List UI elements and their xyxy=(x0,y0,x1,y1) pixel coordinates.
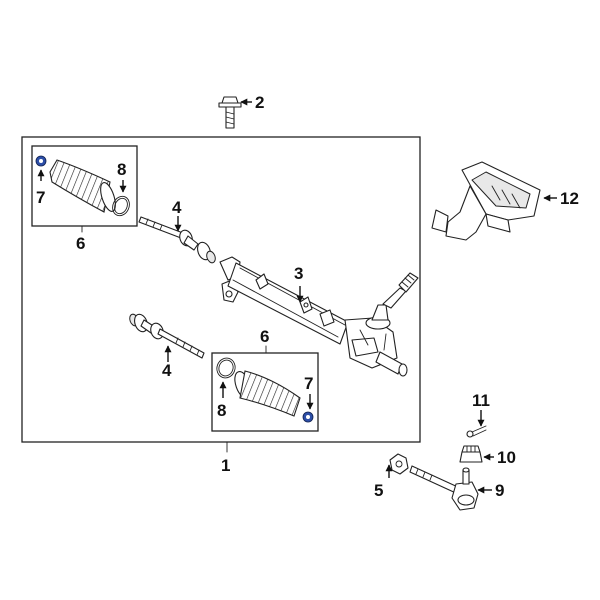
callout-11: 11 xyxy=(472,391,490,410)
boot-kit-frame-lower xyxy=(211,352,319,432)
callout-2: 2 xyxy=(255,93,264,112)
callout-4-upper: 4 xyxy=(172,198,182,217)
callout-6-lower: 6 xyxy=(260,327,269,346)
callout-8-lower: 8 xyxy=(217,401,226,420)
callout-3: 3 xyxy=(294,264,303,283)
callout-12: 12 xyxy=(560,189,579,208)
callout-5: 5 xyxy=(374,481,383,500)
callout-1: 1 xyxy=(221,456,230,475)
callout-8-upper: 8 xyxy=(117,160,126,179)
callout-4-lower: 4 xyxy=(162,361,172,380)
callout-7-lower: 7 xyxy=(304,374,313,393)
callout-9: 9 xyxy=(495,481,504,500)
inner-tie-rod-upper xyxy=(138,216,216,264)
clamp-upper xyxy=(35,155,47,167)
boot-kit-frame-upper xyxy=(31,145,138,227)
rack-housing xyxy=(219,256,419,377)
jam-nut xyxy=(389,453,409,475)
bellows-boot-upper xyxy=(49,159,116,213)
callout-6-upper: 6 xyxy=(76,234,85,253)
mount-bolt xyxy=(218,96,242,129)
castle-nut xyxy=(459,445,483,463)
callout-7-upper: 7 xyxy=(36,188,45,207)
assembly-frame xyxy=(21,136,421,443)
bellows-boot-lower xyxy=(234,370,301,417)
clamp-lower xyxy=(302,411,314,423)
boot-ring-upper xyxy=(112,195,130,217)
cotter-pin xyxy=(466,425,487,438)
inner-tie-rod-lower xyxy=(129,313,205,359)
boot-ring-lower xyxy=(216,357,236,379)
outer-tie-rod-end xyxy=(409,465,479,511)
callout-10: 10 xyxy=(497,448,516,467)
motor-module xyxy=(431,161,541,241)
